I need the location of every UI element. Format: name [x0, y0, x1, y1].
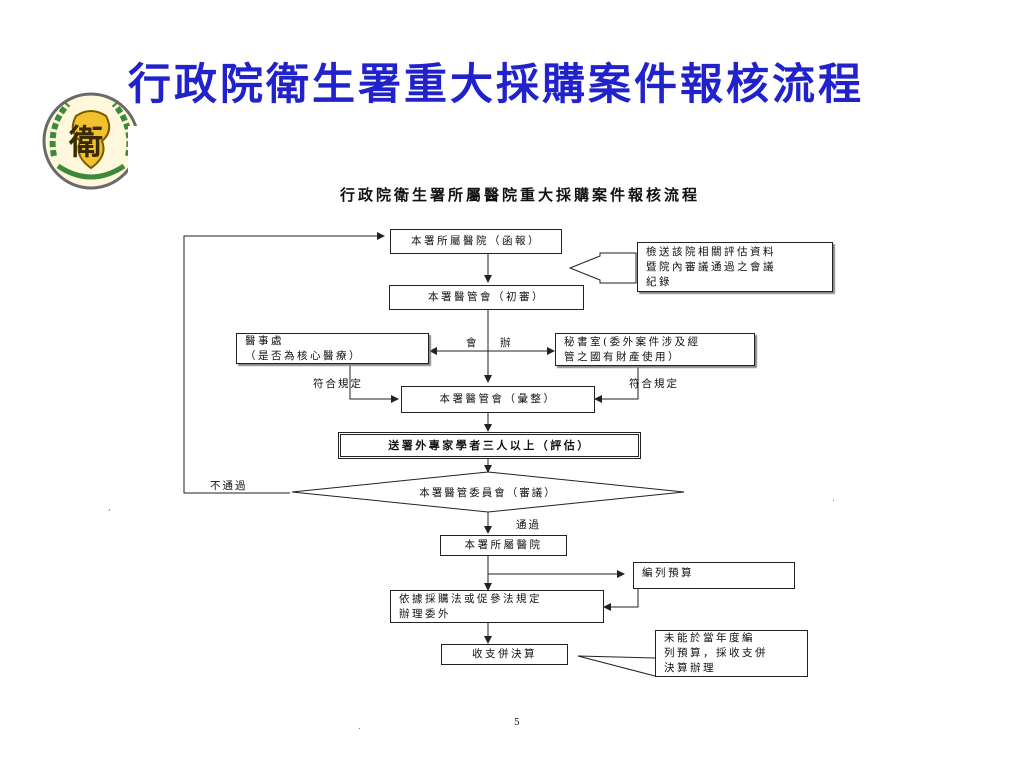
label-fail: 不通過	[210, 480, 248, 492]
node-settlement: 收支併決算	[441, 644, 568, 665]
stray-mark: .	[358, 722, 361, 732]
label-joint-right: 辦	[500, 337, 513, 349]
svg-text:衛: 衛	[68, 123, 103, 163]
page-number: 5	[514, 718, 520, 728]
node-hospital: 本署所屬醫院	[440, 535, 567, 556]
label-joint-left: 會	[466, 337, 479, 349]
node-hospital-report: 本署所屬醫院（函報）	[390, 229, 562, 254]
stray-mark: ,	[108, 503, 111, 513]
stray-mark: .	[832, 494, 835, 504]
node-budget: 編列預算	[633, 562, 795, 589]
attach-arrow	[568, 252, 637, 284]
node-committee-review: 本署醫管委員會（審議）	[419, 487, 557, 499]
node-expert-review: 送署外專家學者三人以上（評估）	[338, 432, 641, 459]
node-attach-docs: 檢送該院相關評估資料 暨院內審議通過之會議 紀錄	[637, 242, 833, 292]
node-procurement: 依據採購法或促參法規定 辦理委外	[390, 590, 604, 623]
diagram-title: 行政院衛生署所屬醫院重大採購案件報核流程	[339, 186, 700, 204]
node-medical-affairs: 醫事處 （是否為核心醫療）	[236, 333, 429, 364]
government-emblem-icon: 衛	[42, 92, 146, 196]
slide-title: 行政院衛生署重大採購案件報核流程	[128, 60, 864, 110]
label-compliant-right: 符合規定	[629, 378, 679, 390]
node-no-budget-note: 未能於當年度編 列預算，採收支併 決算辦理	[655, 630, 808, 677]
node-secretariat: 秘書室(委外案件涉及經 管之國有財產使用）	[555, 333, 755, 366]
label-pass: 通過	[516, 519, 541, 531]
decision-diamond	[291, 471, 685, 513]
node-initial-review: 本署醫管會（初審）	[389, 285, 584, 310]
label-compliant-left: 符合規定	[313, 378, 363, 390]
node-consolidation: 本署醫管會（彙整）	[401, 386, 595, 413]
